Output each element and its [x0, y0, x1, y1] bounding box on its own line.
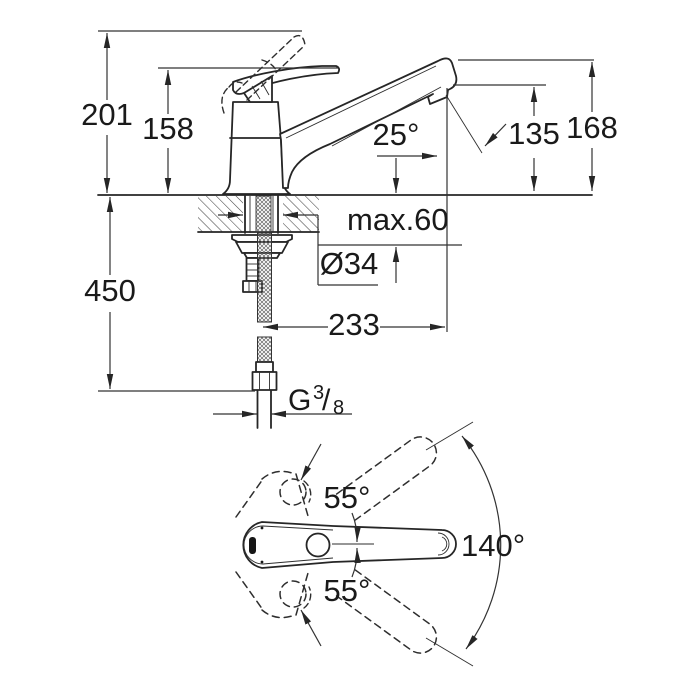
- dim-swivel-up-label: 55°: [324, 480, 371, 515]
- body-dot-bottom: [260, 560, 264, 564]
- dim-max-deck: max.60: [318, 158, 462, 283]
- dim-total-height: 201: [81, 31, 302, 193]
- top-view: 55° 55° 140°: [235, 421, 525, 667]
- dim-projection-label: 233: [328, 307, 380, 342]
- thread-slash: /: [322, 384, 331, 417]
- lever-wedge-detail-2: [260, 80, 270, 96]
- top-body-spout: [242, 521, 457, 569]
- swivel-position-upper-dashed: [235, 436, 438, 521]
- dim-hose-length-label: 450: [84, 273, 136, 308]
- dim-hose-length: 450: [84, 197, 255, 391]
- dim-total-height-label: 201: [81, 97, 133, 132]
- top-body-inner: [243, 525, 334, 565]
- counter-hatch-left: [198, 196, 243, 232]
- cartridge-cap-circle: [305, 532, 331, 558]
- dim-thread: G 3 / 8: [213, 382, 352, 419]
- dim-spout-angle: 25°: [373, 117, 437, 160]
- faucet-spout: [279, 57, 458, 189]
- dim-swivel-down-label: 55°: [324, 573, 371, 608]
- dim-outlet-height-label: 135: [508, 116, 560, 151]
- counter-hatch-right: [283, 196, 319, 232]
- thread-numerator: 3: [313, 382, 324, 404]
- dim-projection: 233: [263, 307, 445, 342]
- dim-outlet-height: 135: [453, 85, 560, 191]
- dim-swivel-total-label: 140°: [461, 528, 525, 563]
- spout-inner-line-bottom: [331, 86, 442, 147]
- lever-handle: [232, 65, 341, 95]
- lever-handle-raised-dashed: [221, 34, 306, 114]
- dim-swivel-up: 55°: [300, 443, 371, 543]
- body-dot-top: [260, 526, 264, 530]
- handle-slot: [249, 537, 256, 554]
- thread-prefix: G: [288, 384, 311, 417]
- dim-body-height: 158: [142, 68, 338, 193]
- dim-spout-angle-label: 25°: [373, 117, 420, 152]
- flex-hose: [251, 232, 278, 429]
- lever-wedge-detail-1: [251, 85, 261, 100]
- top-spout-tip-arc-1: [437, 532, 450, 556]
- swivel-position-lower-dashed: [235, 569, 438, 654]
- dim-spout-tip-height: 168: [458, 60, 618, 191]
- thread-denominator: 8: [333, 397, 344, 419]
- dim-spout-tip-height-label: 168: [566, 110, 618, 145]
- faucet-body: [222, 101, 291, 195]
- dim-swivel-total: 140°: [425, 421, 525, 667]
- dim-max-deck-label: max.60: [347, 202, 449, 237]
- dim-hole-diameter-label: Ø34: [320, 246, 379, 281]
- dim-swivel-down: 55°: [300, 547, 371, 647]
- mounting-shank: [244, 195, 279, 234]
- dim-hole-diameter: Ø34: [218, 211, 379, 286]
- spout-inner-line-top: [285, 65, 437, 139]
- top-spout-tip-arc-2: [441, 536, 448, 552]
- aerator-leader: [445, 94, 507, 154]
- dim-body-height-label: 158: [142, 111, 194, 146]
- side-view: 201 158 450 168 135 25°: [81, 31, 618, 429]
